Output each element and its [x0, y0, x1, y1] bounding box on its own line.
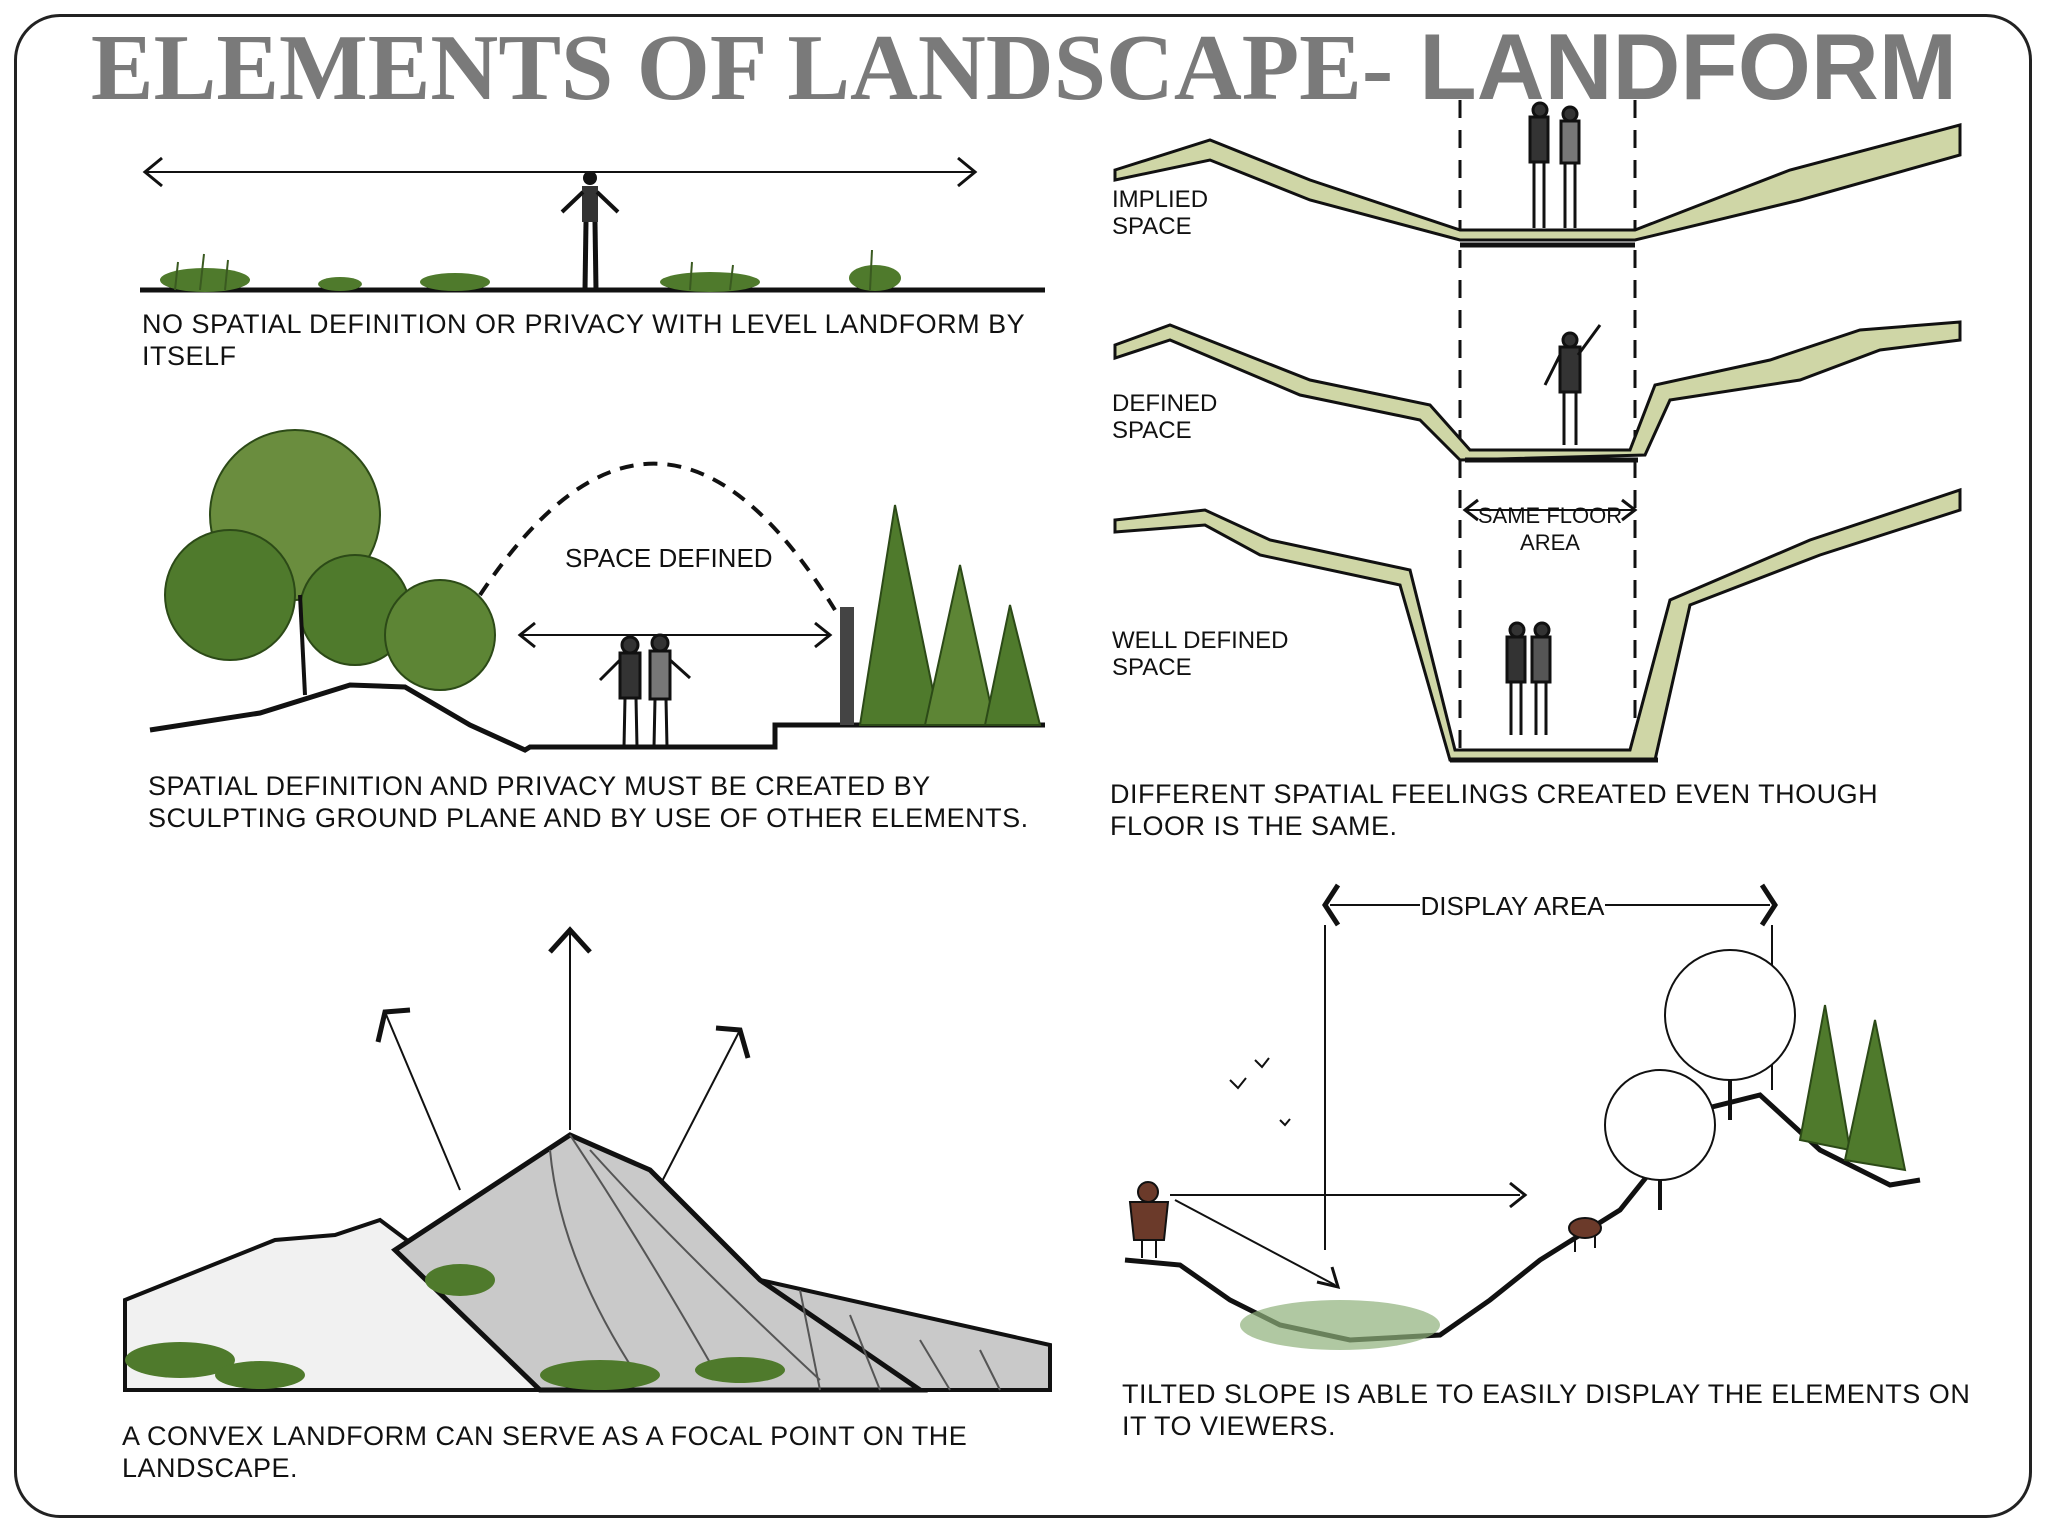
viewer-figure-icon — [1128, 1181, 1170, 1258]
couple-figure-icon — [1528, 101, 1581, 228]
tree-cluster-left-icon — [164, 429, 496, 696]
title-part-1: ELEMENTS OF LANDSCAPE- — [90, 16, 1394, 120]
waving-person-icon — [1543, 324, 1602, 445]
sculpted-ground-diagram — [149, 429, 1045, 753]
same-floor-area-label: SAME FLOOR AREA — [1477, 503, 1623, 555]
conifer-trees-icon — [858, 504, 1042, 726]
animal-figure-icon — [1568, 1217, 1602, 1252]
level-landform-caption: NO SPATIAL DEFINITION OR PRIVACY WITH LE… — [142, 309, 1025, 371]
convex-landform-diagram — [123, 926, 1052, 1393]
implied-space-label: IMPLIED SPACE — [1112, 186, 1209, 240]
tilted-slope-diagram — [1124, 883, 1921, 1350]
space-defined-label: SPACE DEFINED — [565, 543, 773, 573]
defined-space-label: DEFINED SPACE — [1112, 390, 1218, 444]
two-people-icon — [598, 633, 692, 748]
person-figure-icon — [560, 171, 620, 291]
convex-landform-caption: A CONVEX LANDFORM CAN SERVE AS A FOCAL P… — [122, 1421, 968, 1483]
title-part-2: LANDFORM — [1393, 14, 1958, 119]
spatial-feelings-diagram — [1113, 100, 1962, 763]
display-area-label: DISPLAY AREA — [1420, 891, 1605, 921]
well-defined-space-label: WELL DEFINED SPACE — [1112, 627, 1289, 681]
level-landform-diagram — [140, 156, 1045, 293]
tilted-slope-caption: TILTED SLOPE IS ABLE TO EASILY DISPLAY T… — [1122, 1379, 1971, 1441]
sculpted-ground-caption: SPATIAL DEFINITION AND PRIVACY MUST BE C… — [148, 771, 1029, 833]
deciduous-tree-icon — [1604, 949, 1796, 1210]
slide-title: ELEMENTS OF LANDSCAPE- LANDFORM — [0, 12, 2048, 123]
spatial-feelings-caption: DIFFERENT SPATIAL FEELINGS CREATED EVEN … — [1110, 779, 1879, 841]
standing-couple-icon — [1505, 621, 1552, 735]
evergreen-tree-icon — [1798, 1004, 1907, 1172]
